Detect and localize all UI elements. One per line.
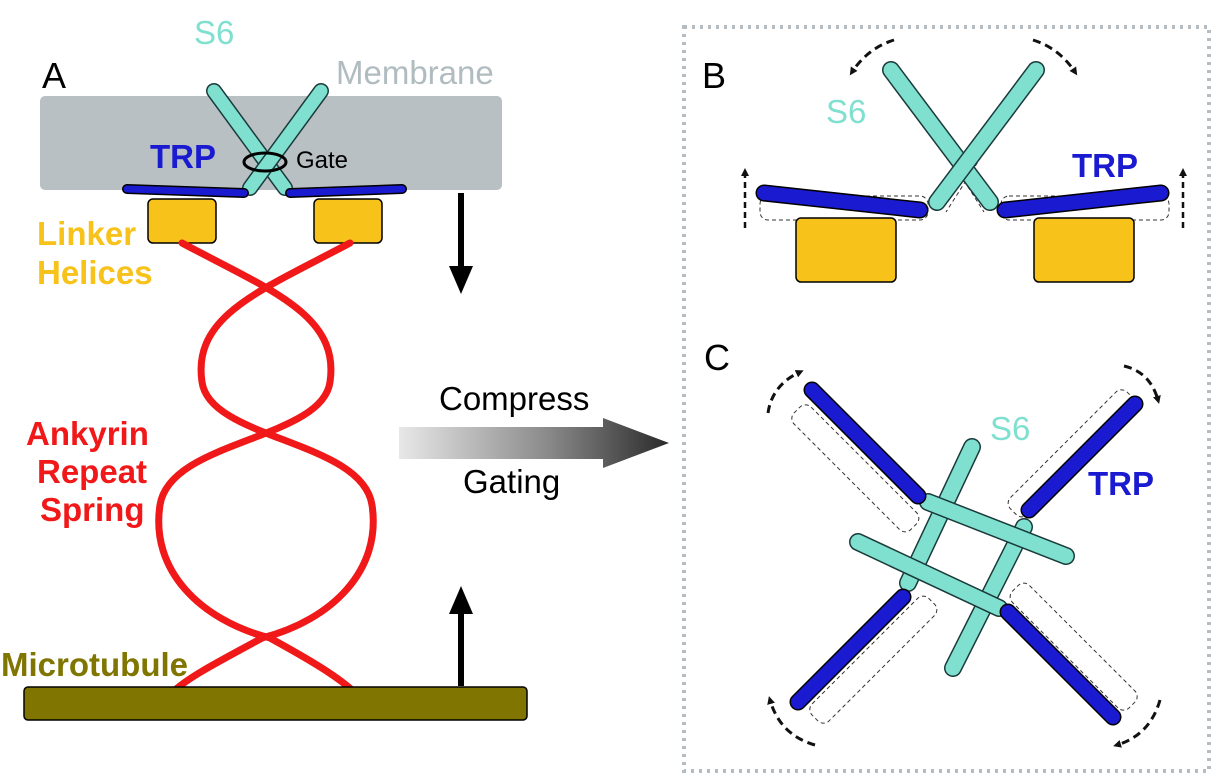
ankyrin-label-line2: Repeat <box>37 453 147 490</box>
membrane-block <box>40 96 502 190</box>
trp-label-a: TRP <box>150 138 216 175</box>
rotate-arrow-c-bottom-left <box>767 696 816 747</box>
gate-ring <box>242 151 288 173</box>
rotate-arrow-b-right <box>1032 38 1078 76</box>
panel-b: B S6 TRP <box>702 38 1187 283</box>
rotate-arrow-b-left <box>849 38 895 76</box>
trp-label-c: TRP <box>1088 465 1154 502</box>
panel-c-letter: C <box>704 337 730 378</box>
microtubule-bar <box>23 686 528 721</box>
panel-bc-border <box>682 25 1211 773</box>
ankyrin-strand-1 <box>155 239 356 694</box>
s6-label-c: S6 <box>990 410 1030 447</box>
panel-a: A Membrane S6 Gate TRP Linker Helices An… <box>1 14 528 721</box>
rotate-arrow-c-top-left <box>766 370 804 414</box>
linker-block-right <box>313 198 383 244</box>
compress-label: Compress <box>439 380 589 417</box>
rotate-arrow-c-bottom-right <box>1113 699 1162 748</box>
s6-square <box>849 438 1075 677</box>
ankyrin-strand-2 <box>171 239 377 694</box>
linker-block-b-right <box>1033 217 1135 283</box>
microtubule-label: Microtubule <box>1 646 188 683</box>
linker-block-b-left <box>795 217 897 283</box>
linker-label-line2: Helices <box>37 254 153 291</box>
s6-label-a: S6 <box>194 14 234 51</box>
panel-a-letter: A <box>42 55 66 96</box>
ankyrin-label-line1: Ankyrin <box>26 415 149 452</box>
linker-block-left <box>147 198 217 244</box>
down-arrow <box>449 193 473 294</box>
panel-c: C S6 TRP <box>704 337 1162 748</box>
gating-label: Gating <box>463 463 560 500</box>
panel-b-letter: B <box>702 55 726 96</box>
trp-helices-c <box>789 381 1144 726</box>
up-arrow <box>449 586 473 686</box>
gate-label: Gate <box>296 147 348 174</box>
trp-label-b: TRP <box>1072 147 1138 184</box>
transition-arrow: Compress Gating <box>399 380 669 500</box>
s6-label-b: S6 <box>826 93 866 130</box>
membrane-label: Membrane <box>336 54 494 91</box>
ankyrin-label-line3: Spring <box>40 491 145 528</box>
linker-label-line1: Linker <box>37 215 136 252</box>
rotate-arrow-c-top-right <box>1123 364 1161 404</box>
